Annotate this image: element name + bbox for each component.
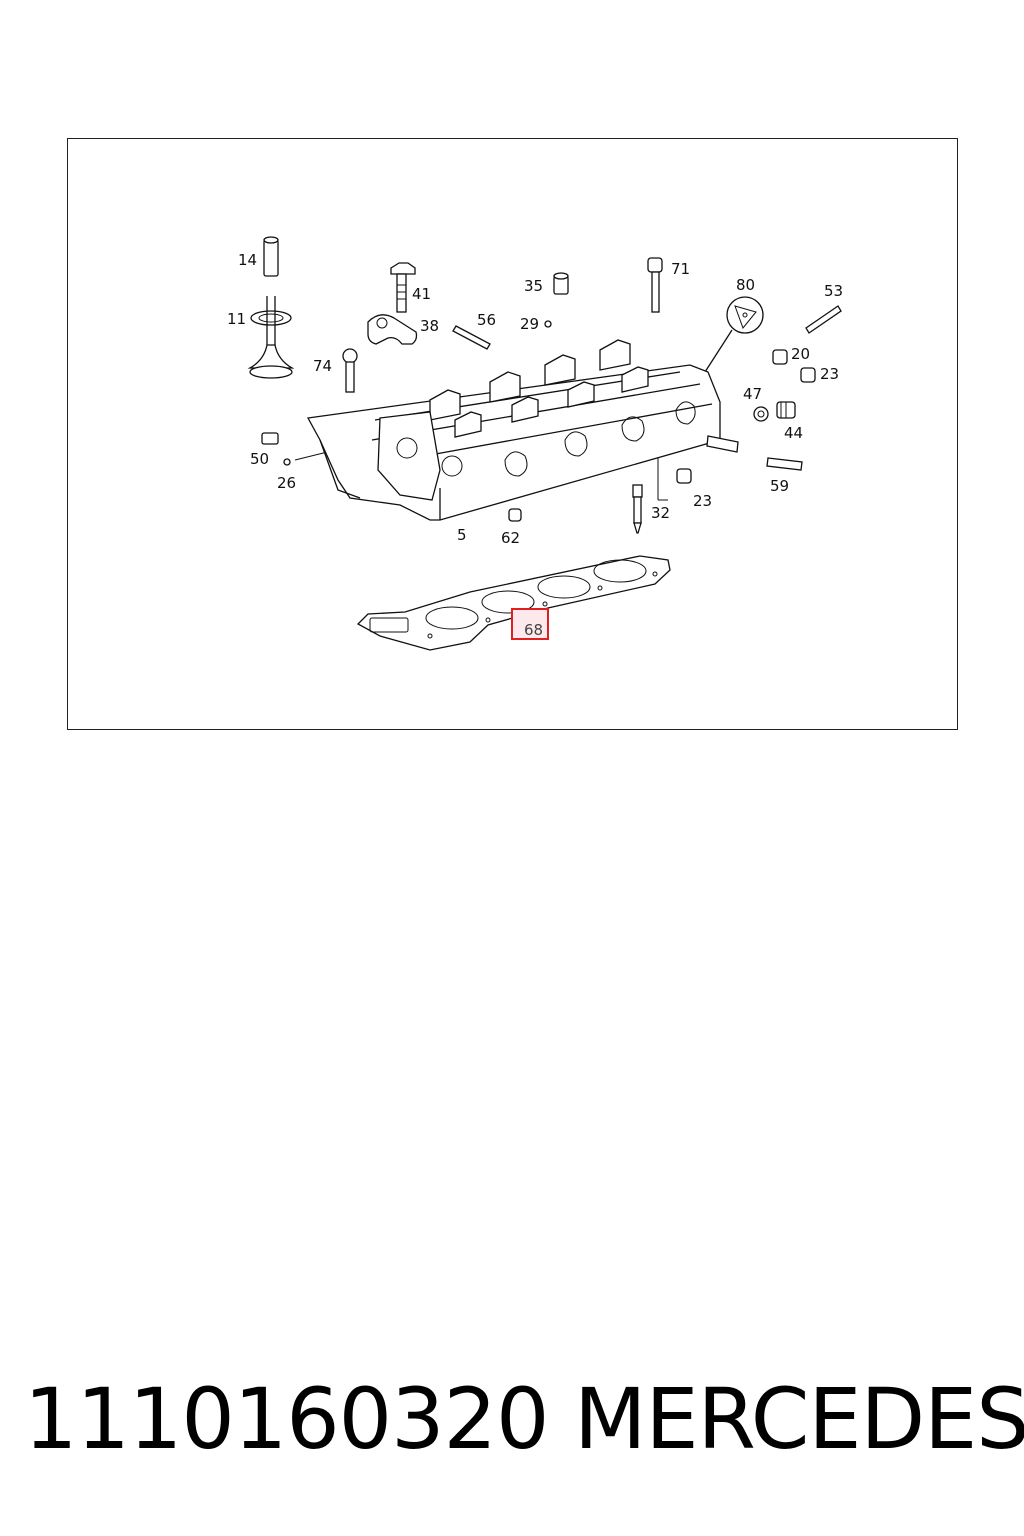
label-59: 59 bbox=[770, 477, 789, 495]
screw-plug-part[interactable] bbox=[776, 401, 796, 419]
rocker-arm-part[interactable] bbox=[367, 314, 418, 345]
head-gasket-part[interactable] bbox=[356, 555, 671, 651]
label-50: 50 bbox=[250, 450, 269, 468]
label-38: 38 bbox=[420, 317, 439, 335]
label-68[interactable]: 68 bbox=[524, 621, 543, 639]
label-71: 71 bbox=[671, 260, 690, 278]
label-47: 47 bbox=[743, 385, 762, 403]
part-number: 1110160320 bbox=[24, 1370, 549, 1468]
label-41: 41 bbox=[412, 285, 431, 303]
bolt-part[interactable] bbox=[390, 262, 416, 313]
cap-small-part[interactable] bbox=[657, 450, 692, 501]
label-62: 62 bbox=[501, 529, 520, 547]
guide-pin-part[interactable] bbox=[766, 457, 803, 471]
bolt-long-part[interactable] bbox=[647, 257, 663, 313]
label-23a: 23 bbox=[820, 365, 839, 383]
label-20: 20 bbox=[791, 345, 810, 363]
cover-plate-part[interactable] bbox=[704, 296, 764, 373]
stud-short-part[interactable] bbox=[452, 325, 491, 350]
cylinder-head-part[interactable] bbox=[306, 339, 739, 521]
o-ring-part[interactable] bbox=[544, 320, 552, 328]
bolt-small-part[interactable] bbox=[342, 348, 358, 393]
cap-part[interactable] bbox=[553, 272, 569, 295]
highlight-box bbox=[511, 608, 549, 640]
label-35: 35 bbox=[524, 277, 543, 295]
label-14: 14 bbox=[238, 251, 257, 269]
stud-part[interactable] bbox=[805, 305, 842, 334]
label-74: 74 bbox=[313, 357, 332, 375]
label-26: 26 bbox=[277, 474, 296, 492]
label-32: 32 bbox=[651, 504, 670, 522]
seal-ring-part[interactable] bbox=[753, 406, 769, 422]
label-44: 44 bbox=[784, 424, 803, 442]
label-56: 56 bbox=[477, 311, 496, 329]
diagram-frame bbox=[67, 138, 958, 730]
label-53: 53 bbox=[824, 282, 843, 300]
label-29: 29 bbox=[520, 315, 539, 333]
brand-name: MERCEDES bbox=[574, 1370, 1024, 1468]
label-5: 5 bbox=[457, 526, 467, 544]
label-80: 80 bbox=[736, 276, 755, 294]
valve-part[interactable] bbox=[247, 296, 295, 379]
valve-lifter-part[interactable] bbox=[263, 236, 279, 277]
valve-seal-part[interactable] bbox=[508, 508, 522, 522]
dowel-part[interactable] bbox=[261, 432, 279, 445]
glow-plug-part[interactable] bbox=[632, 484, 643, 534]
label-11: 11 bbox=[227, 310, 246, 328]
label-23b: 23 bbox=[693, 492, 712, 510]
plug-part[interactable] bbox=[772, 349, 816, 383]
